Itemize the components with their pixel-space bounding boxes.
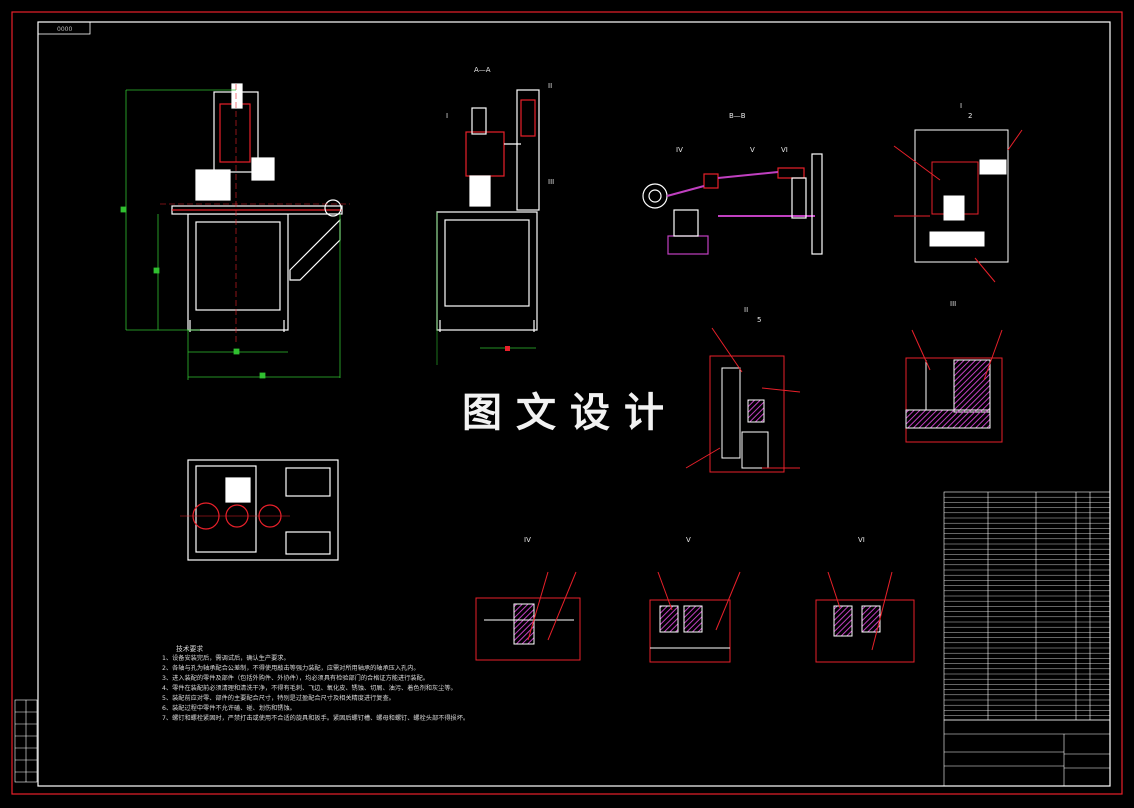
outer-border bbox=[11, 11, 1123, 795]
inner-frame bbox=[37, 21, 1111, 787]
label-detail-vi-callout: VI bbox=[781, 146, 788, 154]
detail-i bbox=[893, 129, 1023, 283]
view-plan-bottom bbox=[180, 459, 339, 561]
detail-iv bbox=[475, 571, 581, 661]
dimension-lines-front bbox=[120, 89, 341, 380]
label-detail-ii-callout: II bbox=[548, 82, 553, 90]
view-section-b-b bbox=[642, 153, 823, 255]
label-detail-iv-title: IV bbox=[524, 536, 531, 544]
detail-ii bbox=[685, 327, 801, 473]
label-detail-vi-title: VI bbox=[858, 536, 865, 544]
label-detail-i-callout: I bbox=[446, 112, 449, 120]
label-section-b-b: B—B bbox=[729, 112, 746, 120]
label-scale-i: 2 bbox=[968, 112, 973, 120]
technical-note-item: 6、装配过程中零件不允许磕、碰、划伤和锈蚀。 bbox=[162, 705, 296, 712]
detail-iii bbox=[905, 329, 1003, 443]
technical-notes: 技术要求 1、设备安装完后，需调试后，确认生产要求。 2、各轴与孔为轴承配合公差… bbox=[162, 644, 469, 724]
watermark-text: 图文设计 bbox=[462, 390, 678, 436]
label-scale-ii: 5 bbox=[757, 316, 762, 324]
label-section-a-a: A—A bbox=[474, 66, 491, 74]
technical-note-item: 3、进入装配的零件及部件（包括外购件、外协件），均必须具有检验部门的合格证方能进… bbox=[162, 675, 429, 682]
label-detail-ii-title: II bbox=[744, 306, 749, 314]
drawing-number-box bbox=[37, 21, 91, 35]
view-front-elevation bbox=[160, 83, 350, 345]
technical-note-item: 7、螺钉和螺栓紧固时，严禁打击或使用不合适的旋具和扳手。紧固后螺钉槽、螺母和螺钉… bbox=[162, 715, 470, 722]
label-detail-v-callout: V bbox=[750, 146, 755, 154]
technical-notes-title: 技术要求 bbox=[176, 645, 204, 653]
parts-list-table bbox=[943, 491, 1111, 721]
side-stamp-column bbox=[14, 699, 38, 783]
label-detail-iii-title: III bbox=[950, 300, 957, 308]
drawing-number-text: 0000 bbox=[57, 26, 72, 33]
detail-vi bbox=[815, 571, 915, 663]
technical-note-item: 4、零件在装配前必须清理和清洗干净，不得有毛刺、飞边、氧化皮、锈蚀、切屑、油污、… bbox=[162, 685, 457, 692]
label-detail-iv-callout: IV bbox=[676, 146, 683, 154]
view-section-a-a bbox=[436, 89, 540, 365]
label-detail-iii-callout: III bbox=[548, 178, 555, 186]
title-block bbox=[943, 719, 1111, 787]
technical-note-item: 2、各轴与孔为轴承配合公差制，不得使用敲击等强力装配，应需对所用轴承的轴承压入孔… bbox=[162, 665, 420, 672]
label-detail-v-title: V bbox=[686, 536, 691, 544]
technical-note-item: 5、装配前应对零、部件的主要配合尺寸，特别是过盈配合尺寸及相关精度进行复查。 bbox=[162, 695, 395, 702]
label-detail-i-title: I bbox=[960, 102, 963, 110]
technical-note-item: 1、设备安装完后，需调试后，确认生产要求。 bbox=[162, 655, 290, 662]
detail-v bbox=[649, 571, 741, 663]
